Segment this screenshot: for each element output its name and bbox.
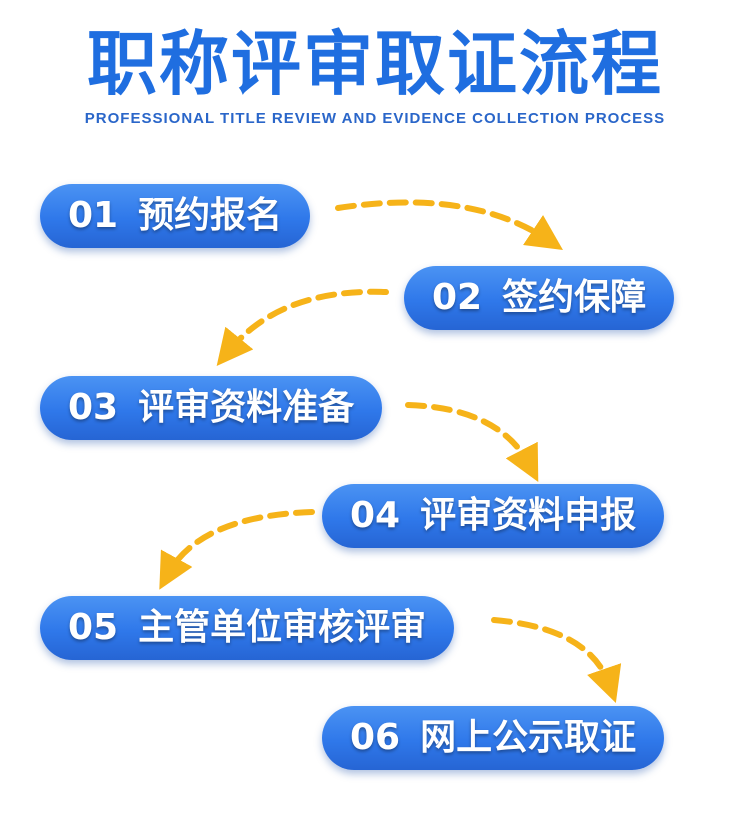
step-label: 预约报名: [138, 195, 283, 236]
arrow-2-to-3: [216, 288, 389, 366]
step-label: 评审资料申报: [420, 495, 637, 536]
step-01: 01 预约报名: [40, 184, 311, 248]
arrow-1-to-2: [335, 199, 563, 250]
arrow-5-to-6: [491, 617, 622, 704]
step-label: 评审资料准备: [138, 387, 355, 428]
step-05: 05 主管单位审核评审: [40, 596, 455, 660]
step-number: 06: [350, 717, 401, 758]
step-04: 04 评审资料申报: [322, 484, 665, 548]
step-number: 05: [68, 607, 119, 648]
arrow-3-to-4: [405, 402, 539, 482]
step-number: 02: [432, 277, 483, 318]
step-label: 主管单位审核评审: [138, 607, 427, 648]
step-number: 03: [68, 387, 119, 428]
step-number: 01: [68, 195, 119, 236]
page-subtitle: PROFESSIONAL TITLE REVIEW AND EVIDENCE C…: [84, 110, 666, 127]
step-label: 网上公示取证: [420, 717, 637, 758]
step-label: 签约保障: [502, 277, 647, 318]
arrow-4-to-5: [159, 509, 315, 590]
step-number: 04: [350, 495, 401, 536]
page-title: 职称评审取证流程: [87, 23, 663, 105]
step-03: 03 评审资料准备: [40, 376, 383, 440]
step-02: 02 签约保障: [404, 266, 675, 330]
step-06: 06 网上公示取证: [322, 706, 665, 770]
